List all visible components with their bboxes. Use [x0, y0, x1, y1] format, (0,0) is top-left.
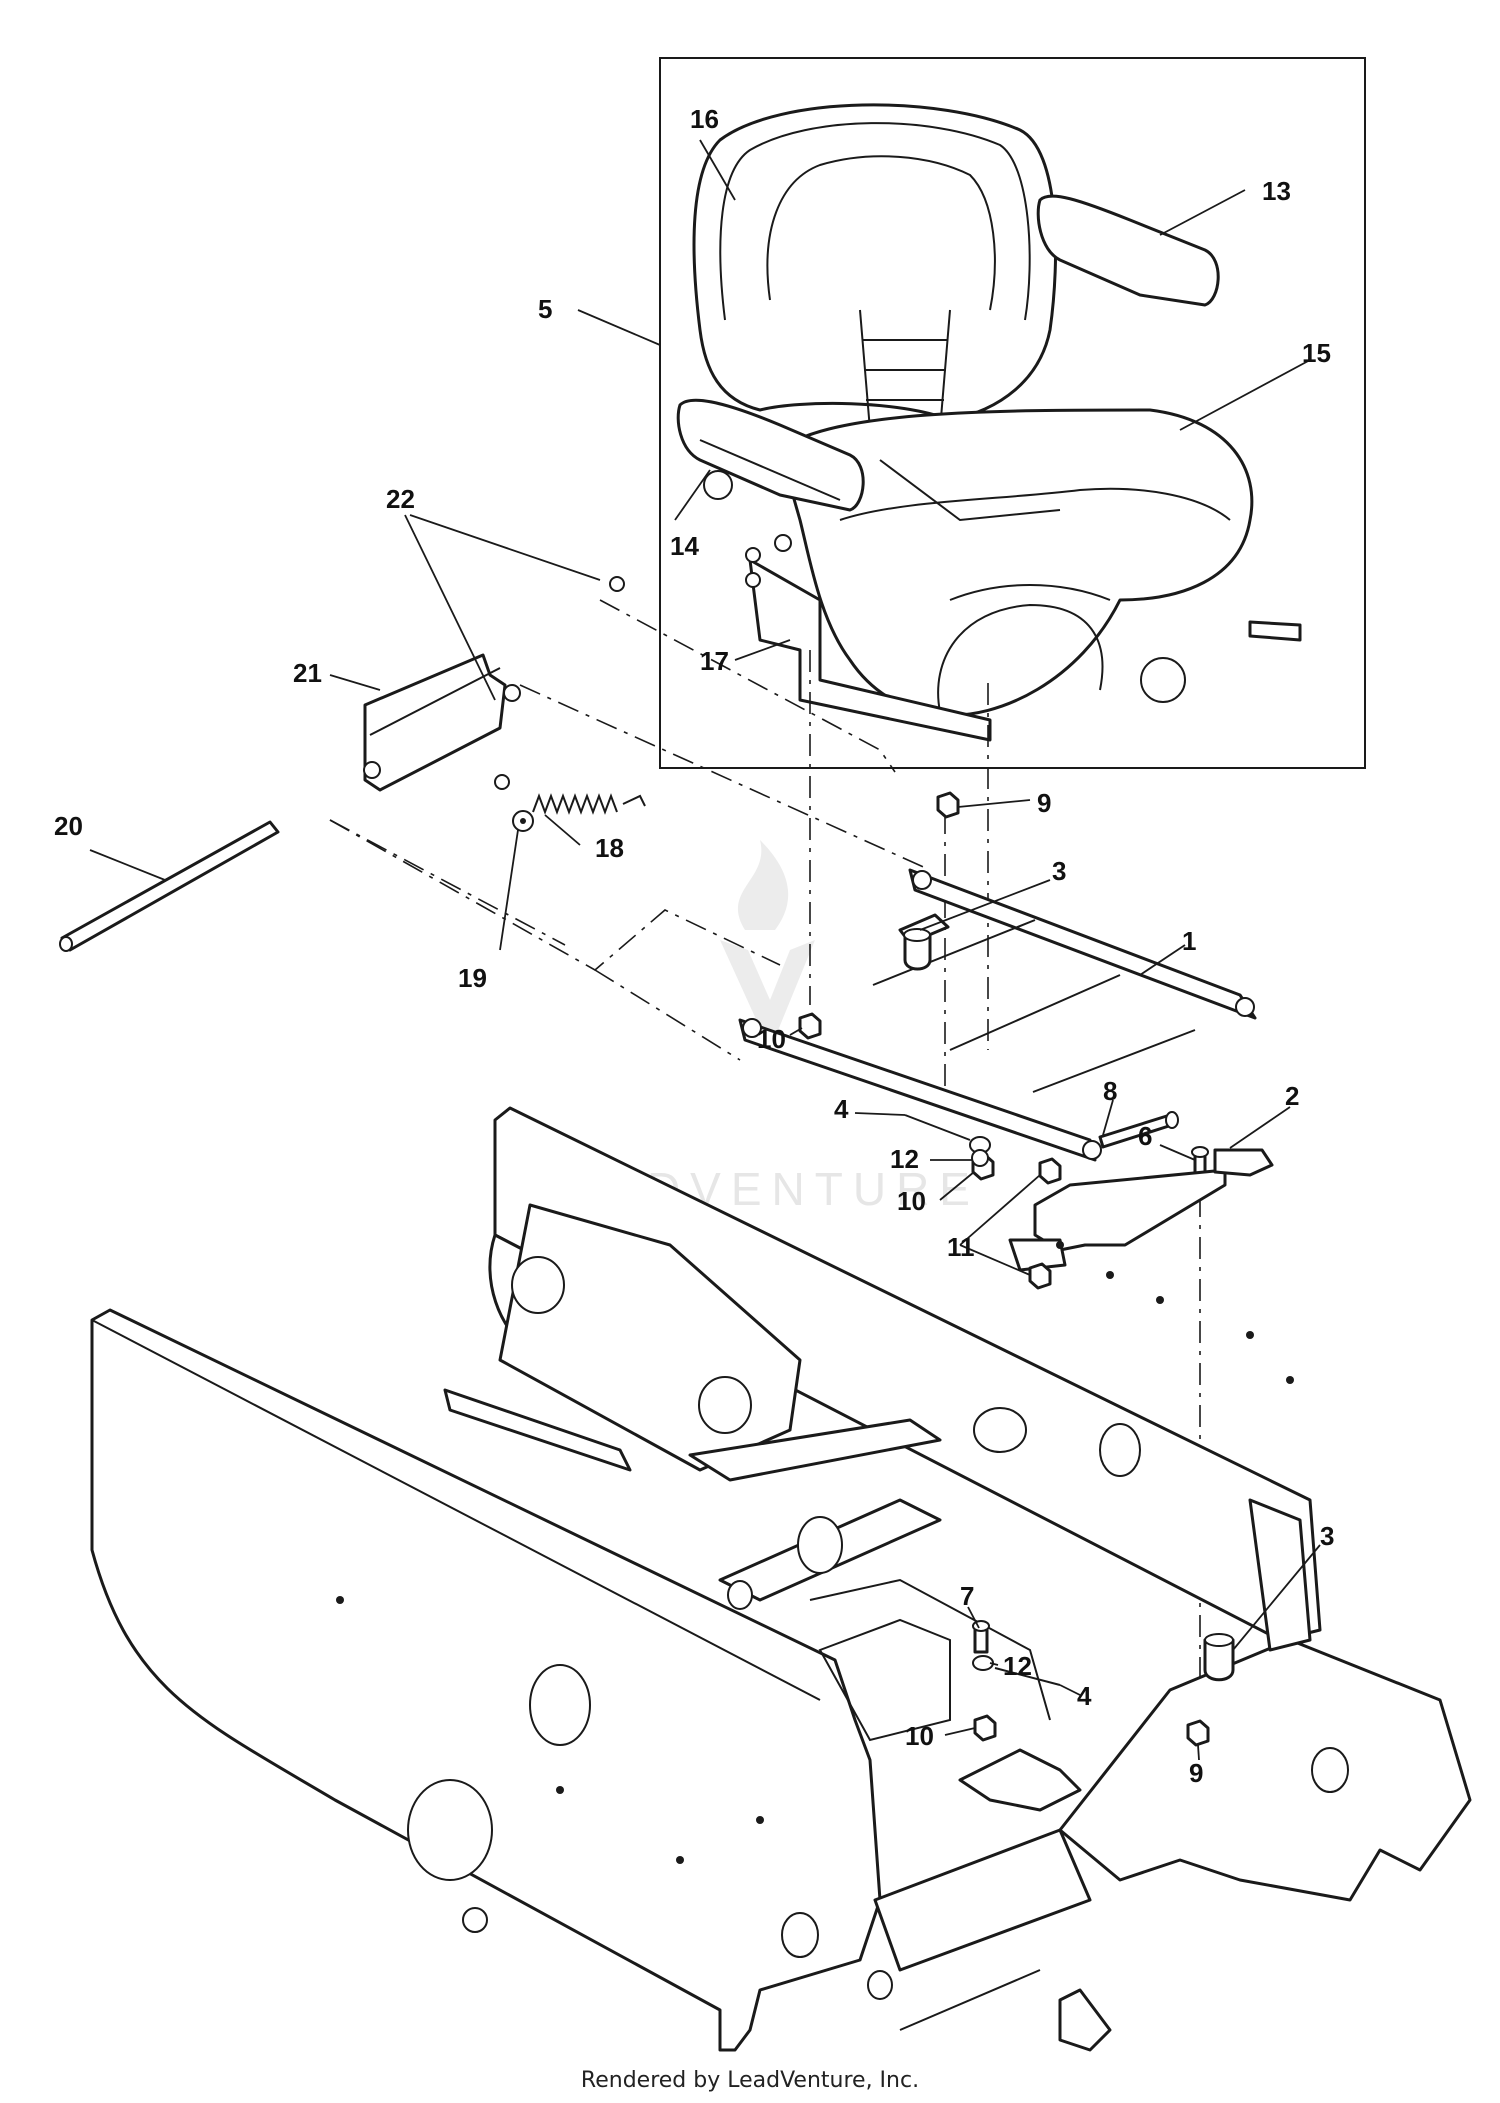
nut-top — [936, 791, 960, 819]
left-armrest — [676, 398, 865, 512]
callout-11: 11 — [947, 1232, 975, 1262]
callout-15: 15 — [1302, 338, 1331, 368]
callouts: 13 15 5 16 14 17 22 21 18 19 20 9 3 1 2 … — [54, 104, 1334, 1788]
callout-3-lower: 3 — [1320, 1521, 1334, 1551]
callout-10-top: 10 — [757, 1024, 786, 1054]
lock-nut-lower — [1028, 1262, 1052, 1290]
seat-frame — [738, 868, 1257, 1162]
lock-nut-upper — [1038, 1157, 1062, 1185]
lever-bracket — [363, 653, 521, 792]
callout-3-top: 3 — [1052, 856, 1066, 886]
callout-6: 6 — [1138, 1121, 1152, 1151]
seat — [692, 103, 1302, 742]
nut-lower — [973, 1714, 997, 1742]
render-credit: Rendered by LeadVenture, Inc. — [580, 2068, 920, 2093]
callout-13: 13 — [1262, 176, 1291, 206]
rubber-bumper-lower — [1203, 1633, 1235, 1682]
e-clip-top — [609, 576, 625, 592]
callout-2: 2 — [1285, 1081, 1299, 1111]
callout-16: 16 — [690, 104, 719, 134]
seat-inset-frame — [659, 57, 1366, 769]
chassis — [90, 1106, 1472, 2052]
callout-4-top: 4 — [834, 1094, 849, 1124]
washer-12 — [971, 1149, 989, 1167]
callout-10-middle: 10 — [897, 1186, 926, 1216]
callout-9-lower: 9 — [1189, 1758, 1203, 1788]
rubber-bumper — [903, 928, 932, 971]
callout-9-top: 9 — [1037, 788, 1051, 818]
e-clip — [494, 774, 510, 790]
callout-20: 20 — [54, 811, 83, 841]
callout-22: 22 — [386, 484, 415, 514]
cable-lower — [994, 1667, 1061, 1686]
nut-frame — [798, 1012, 822, 1040]
callout-8: 8 — [1103, 1076, 1117, 1106]
callout-17: 17 — [700, 646, 729, 676]
spring — [532, 793, 646, 815]
pivot-rod — [60, 820, 280, 952]
callout-12-lower: 12 — [1003, 1651, 1032, 1681]
leader-lines — [89, 139, 1321, 1761]
callout-19: 19 — [458, 963, 487, 993]
nut-lower-right — [1186, 1719, 1210, 1747]
callout-10-lower: 10 — [905, 1721, 934, 1751]
callout-4-lower: 4 — [1077, 1681, 1092, 1711]
callout-7: 7 — [960, 1581, 974, 1611]
callout-1: 1 — [1182, 926, 1196, 956]
latch-plate — [1008, 1148, 1274, 1272]
right-armrest — [1036, 194, 1220, 307]
callout-5: 5 — [538, 294, 552, 324]
shoulder-bolt — [1098, 1113, 1174, 1149]
callout-12-top: 12 — [890, 1144, 919, 1174]
callout-21: 21 — [293, 658, 322, 688]
callout-14: 14 — [670, 531, 699, 561]
callout-18: 18 — [595, 833, 624, 863]
